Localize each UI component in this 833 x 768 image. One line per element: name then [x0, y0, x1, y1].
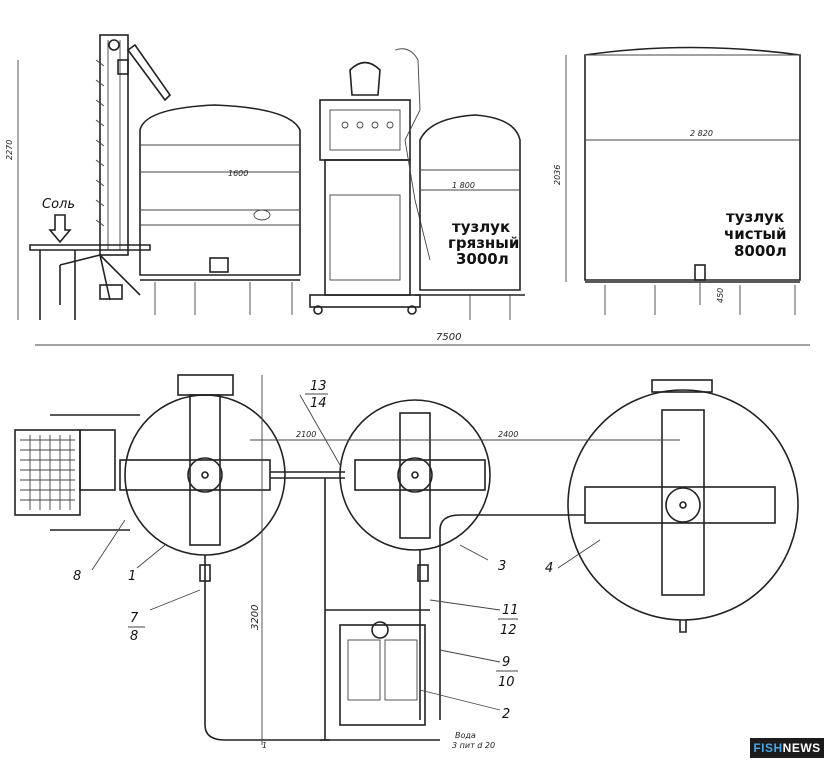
dim-total-length: 7500	[436, 332, 461, 343]
dim-clean-diameter: 2 820	[690, 129, 713, 138]
dim-dirty-diameter: 1 800	[452, 181, 475, 190]
note-water: Вода	[455, 731, 476, 740]
salt-label: Соль	[42, 197, 75, 212]
dim-bottom-1: 1	[262, 741, 267, 750]
clean-tank-label-1: тузлук	[726, 208, 784, 226]
dim-mid-diameter: 1600	[228, 169, 248, 178]
note-pipe: 3 пит d 20	[452, 741, 495, 750]
dirty-tank-label-3: 3000л	[456, 250, 509, 268]
clean-brine-tank	[584, 46, 801, 315]
central-apparatus	[309, 48, 431, 315]
dirty-brine-tank	[415, 114, 525, 320]
dim-top: 2100	[296, 430, 316, 439]
callout-2: 2	[502, 707, 510, 722]
pump-unit	[320, 621, 440, 741]
callout-14: 14	[310, 396, 327, 411]
callout-10: 10	[498, 675, 515, 690]
plan-tank-1	[119, 374, 345, 556]
callout-3: 3	[498, 559, 506, 574]
callout-13: 13	[310, 379, 327, 394]
salt-elevator	[29, 34, 172, 320]
callout-9: 9	[502, 655, 510, 670]
callout-8: 8	[130, 629, 138, 644]
dirty-tank-label-1: тузлук	[452, 218, 510, 236]
dim-leg: 450	[716, 288, 725, 303]
dim-spacing: 3200	[250, 605, 261, 630]
dim-mid: 2400	[498, 430, 518, 439]
plan-tank-4	[567, 379, 799, 633]
callout-1: 1	[128, 569, 136, 584]
dim-height-right: 2036	[553, 165, 562, 185]
callout-11: 11	[502, 603, 519, 618]
dirty-tank-label-2: грязный	[448, 234, 519, 252]
clean-tank-label-2: чистый	[724, 225, 786, 243]
plan-tank-3	[339, 399, 491, 551]
dim-height-left: 2270	[5, 140, 14, 160]
callout-7: 7	[130, 611, 139, 626]
mixing-tank	[139, 104, 301, 315]
elevation-view: Соль 2270 1600	[5, 34, 810, 346]
plan-view: 2100 2400 3200 8 1 7 8 13 14 3 4 11 12	[14, 374, 799, 750]
callout-5: 8	[73, 569, 81, 584]
fishnews-logo: FISHNEWS	[750, 738, 824, 758]
clean-tank-label-3: 8000л	[734, 242, 787, 260]
callout-4: 4	[545, 561, 553, 576]
callout-12: 12	[500, 623, 517, 638]
